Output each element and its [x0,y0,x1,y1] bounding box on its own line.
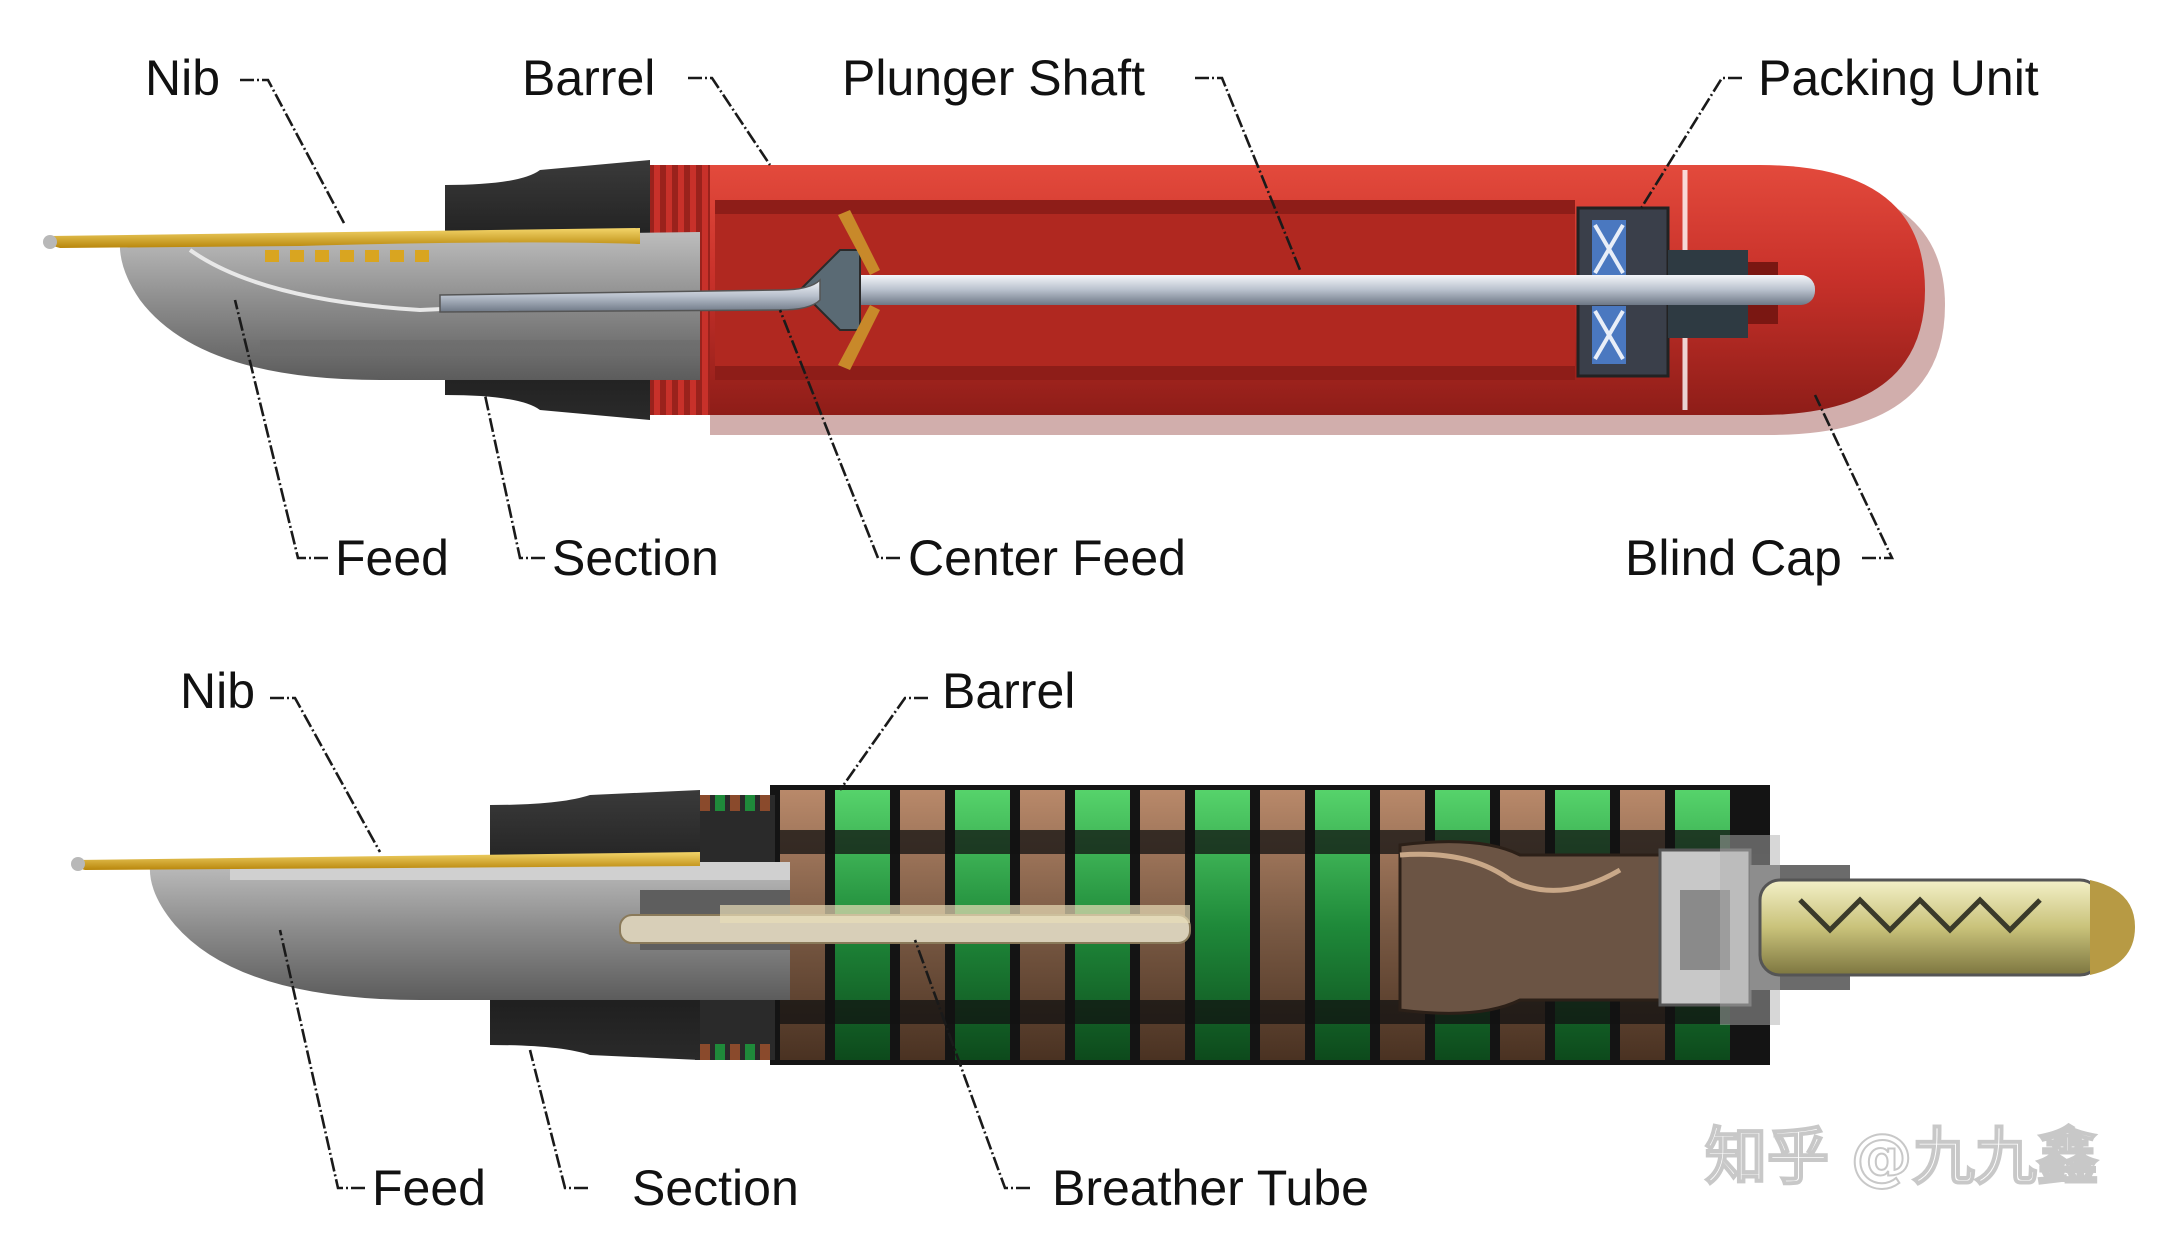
label-top-section: Section [552,530,719,586]
bottom-piston-knob [1758,878,2102,977]
label-top-blind-cap: Blind Cap [1625,530,1842,586]
top-plunger-piston [798,249,861,331]
watermark: 知乎 @九九鑫 [1705,1120,2099,1193]
bottom-nib [73,852,700,870]
label-bottom-feed: Feed [372,1160,486,1216]
label-top-barrel: Barrel [522,50,655,106]
leader-bottom-section [528,1049,588,1190]
label-bottom-section: Section [632,1160,799,1216]
labels-bottom: Nib Barrel Feed Section Breather Tube [180,663,1369,1216]
leader-top-blind-cap [1813,394,1895,560]
label-bottom-barrel: Barrel [942,663,1075,719]
leader-top-feed [233,299,328,560]
bottom-feed [149,862,790,1000]
bottom-pen-illustration [71,785,2135,1065]
leader-top-packing-unit [1638,76,1742,211]
label-bottom-breather-tube: Breather Tube [1052,1160,1369,1216]
leader-top-plunger-shaft [1195,76,1302,271]
label-top-nib: Nib [145,50,220,106]
top-plunger-shaft [830,275,1815,305]
top-nib-slits [265,250,429,262]
label-bottom-nib: Nib [180,663,255,719]
leader-top-barrel [688,76,772,166]
labels-top: Nib Barrel Plunger Shaft Packing Unit Fe… [145,50,2039,586]
leader-top-nib [240,78,347,226]
leader-bottom-nib [270,696,382,853]
leader-bottom-barrel [838,696,928,791]
leader-bottom-breather-tube [913,939,1030,1190]
top-center-feed [439,278,821,313]
leader-lines [233,76,1895,1190]
top-nib [48,228,640,248]
label-top-plunger-shaft: Plunger Shaft [842,50,1145,106]
leader-top-section [483,394,545,560]
leader-bottom-feed [278,929,365,1190]
label-top-center-feed: Center Feed [908,530,1186,586]
leader-top-center-feed [778,309,900,560]
label-top-feed: Feed [335,530,449,586]
label-top-packing-unit: Packing Unit [1758,50,2039,106]
top-pen-illustration [43,160,1945,435]
